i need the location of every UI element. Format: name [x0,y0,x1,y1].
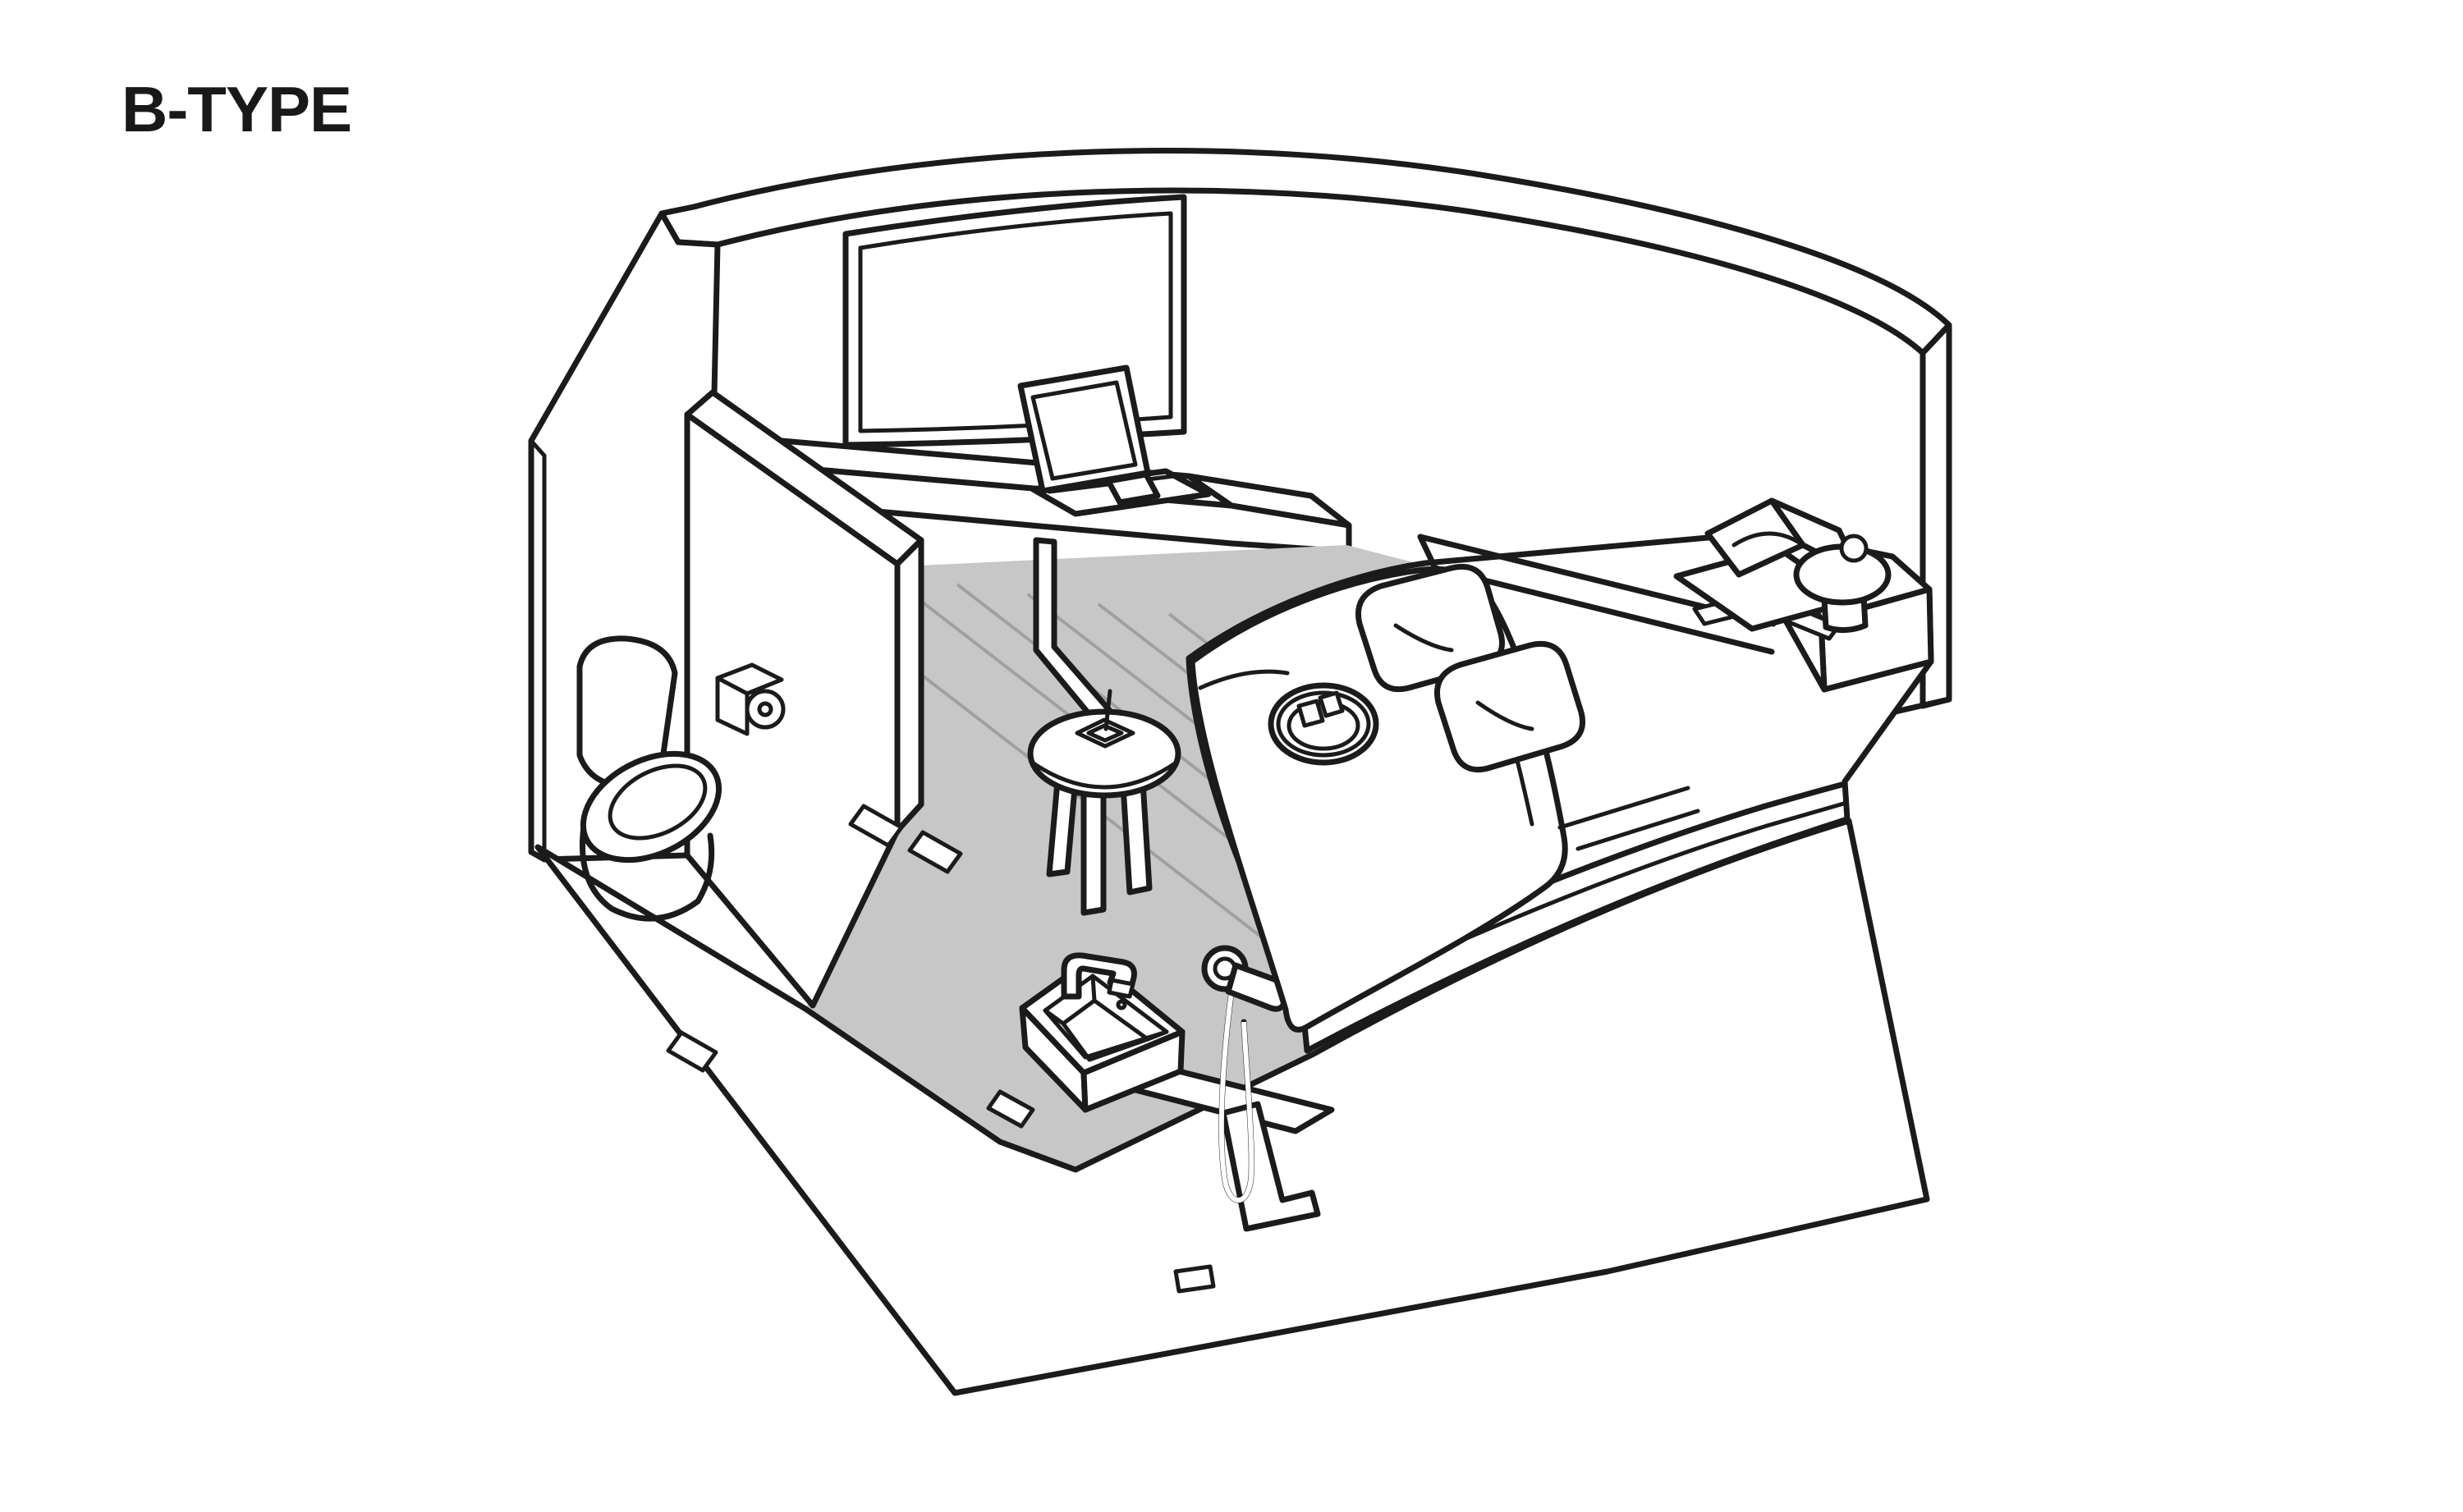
pillow-1 [1355,564,1505,693]
pillow-2 [1434,641,1585,772]
partition-wall [684,389,963,1009]
toilet-paper-holder [715,662,786,736]
side-table [1027,689,1181,916]
door-notch [1173,1264,1216,1294]
cup [1318,690,1345,718]
faucet [1061,952,1137,1010]
page-title: B-TYPE [122,73,352,145]
door-notch [666,1030,718,1073]
laptop [1017,364,1212,517]
cup [1296,699,1325,728]
sheet-folds [1557,786,1700,851]
incense-dish [1075,689,1135,749]
toilet [576,635,722,922]
tray [1268,682,1379,766]
door-notch [986,1089,1035,1129]
lamp [1793,534,1892,633]
sink [1019,952,1186,1113]
